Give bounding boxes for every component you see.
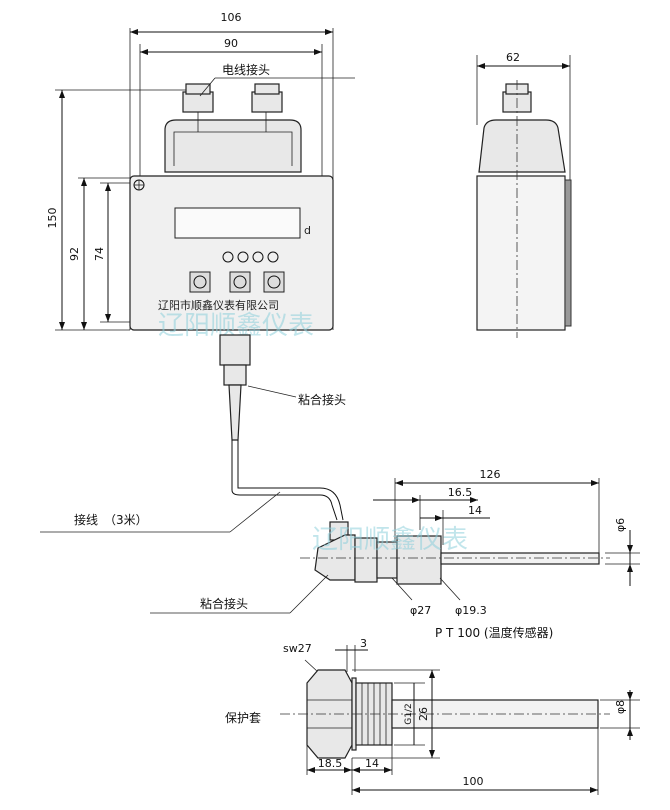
terminal-cover — [164, 119, 302, 173]
dim-g12: G1/2 — [404, 703, 414, 724]
dim-phi8: φ8 — [614, 700, 627, 714]
label-sleeve: 保护套 — [225, 711, 261, 725]
label-cable: 接线 （3米） — [74, 512, 148, 527]
dim-sleeve-14: 14 — [365, 757, 379, 770]
pt100-sensor: 126 16.5 14 φ6 辽阳顺鑫仪表 φ27 φ19.3 粘合接头 P T… — [150, 468, 640, 640]
housing-side: 62 — [476, 51, 572, 338]
company-name: 辽阳市顺鑫仪表有限公司 — [158, 298, 279, 312]
down-button-icon — [189, 271, 211, 293]
side-enclosure — [476, 175, 566, 331]
cable-gland-left — [182, 91, 214, 113]
up-button-icon — [263, 271, 285, 293]
protective-sleeve: sw27 3 G1/2 26 φ8 — [225, 637, 640, 795]
dim-18-5: 18.5 — [318, 757, 343, 770]
cable-gland-right — [251, 91, 283, 113]
label-adhesive-joint-top: 粘合接头 — [298, 392, 346, 407]
dim-90: 90 — [224, 37, 238, 50]
dim-phi19-3: φ19.3 — [455, 604, 487, 617]
led-icon — [237, 251, 249, 263]
dim-16-5: 16.5 — [448, 486, 473, 499]
dim-sw27: sw27 — [283, 642, 312, 655]
dim-3: 3 — [360, 637, 367, 650]
dim-100: 100 — [463, 775, 484, 788]
dim-phi27: φ27 — [410, 604, 431, 617]
svg-text:d: d — [304, 224, 311, 237]
led-icon — [267, 251, 279, 263]
label-cable-connector: 电线接头 — [222, 62, 270, 77]
watermark-mid: 辽阳顺鑫仪表 — [312, 525, 468, 555]
led-icon — [252, 251, 264, 263]
housing-front: d 辽阳市顺鑫仪表有限公司 辽阳顺鑫仪表 — [129, 83, 334, 341]
dim-92: 92 — [68, 247, 81, 261]
cable-connector-callout: 电线接头 — [199, 62, 355, 97]
shift-button-icon — [229, 271, 251, 293]
lcd-display — [174, 207, 301, 239]
cable-assembly: 粘合接头 接线 （3米） — [40, 334, 346, 533]
label-pt100: P T 100 (温度传感器) — [435, 625, 553, 640]
dim-26: 26 — [417, 707, 430, 721]
dim-74: 74 — [93, 247, 106, 261]
dim-62: 62 — [506, 51, 520, 64]
dim-phi6: φ6 — [614, 518, 627, 532]
height-dimensions: 150 92 74 — [46, 89, 200, 331]
dim-150: 150 — [46, 208, 59, 229]
label-adhesive-joint-bottom: 粘合接头 — [200, 596, 248, 611]
dim-14: 14 — [468, 504, 482, 517]
dim-126: 126 — [480, 468, 501, 481]
connector-top — [219, 334, 251, 366]
led-icon — [222, 251, 234, 263]
sensor-fitting — [396, 535, 442, 585]
dim-106: 106 — [221, 11, 242, 24]
probe-stem — [440, 552, 600, 565]
